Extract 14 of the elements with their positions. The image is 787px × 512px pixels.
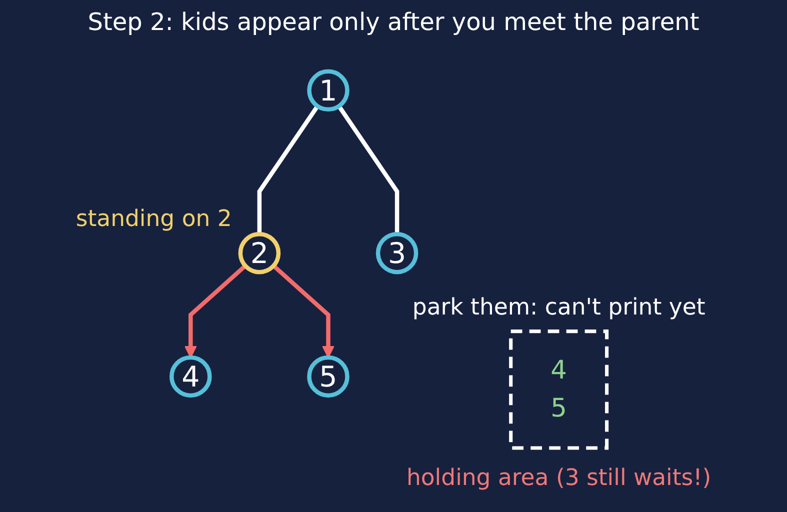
arrow bbox=[272, 264, 334, 358]
tree-node: 5 bbox=[307, 355, 350, 398]
current-tree-node: 2 bbox=[238, 232, 281, 274]
box-heading: park them: can't print yet bbox=[412, 294, 706, 320]
tree-node: 4 bbox=[169, 355, 212, 398]
tree-node: 3 bbox=[376, 232, 418, 274]
status-note: standing on 2 bbox=[76, 206, 232, 232]
diagram-title: Step 2: kids appear only after you meet the parent bbox=[88, 8, 700, 36]
holding-area-box: 4 5 bbox=[509, 330, 609, 450]
connector bbox=[337, 104, 400, 234]
connector bbox=[257, 104, 320, 234]
box-caption: holding area (3 still waits!) bbox=[406, 464, 712, 491]
tree-node: 1 bbox=[307, 69, 350, 112]
arrow bbox=[184, 264, 247, 358]
